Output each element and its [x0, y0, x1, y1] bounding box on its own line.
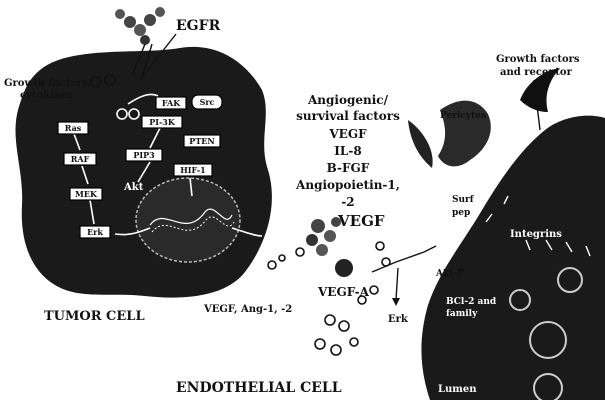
erk-label: Erk — [388, 314, 409, 325]
growth-factors-receptor-label-2: and receptor — [500, 67, 573, 78]
growth-factors-cytokines-label-1: Growth factors/ — [4, 78, 92, 89]
box-pten-label: PTEN — [189, 136, 214, 146]
angiogenic-factor-2: VEGF — [328, 127, 367, 141]
box-pip3: PIP3 — [126, 149, 162, 161]
integrins-label: Integrins — [510, 229, 562, 240]
erk-arrow — [396, 268, 398, 300]
bcl2-label-2: family — [446, 309, 478, 319]
tumor-nucleus — [136, 178, 240, 262]
box-erk: Erk — [80, 226, 110, 238]
vegf-a-label: VEGF-A — [317, 285, 370, 299]
box-pi3k-label: PI-3K — [149, 117, 176, 127]
akt-p-label: Akt-P — [435, 269, 464, 279]
angiogenic-factor-3: IL-8 — [334, 144, 361, 158]
box-hif1-label: HIF-1 — [180, 165, 206, 175]
angiogenic-factor-0: Angiogenic/ — [307, 93, 389, 107]
box-raf-label: RAF — [71, 154, 90, 164]
box-mek-label: MEK — [75, 189, 98, 199]
pep-label: pep — [452, 208, 470, 218]
box-raf: RAF — [64, 153, 96, 165]
angiogenic-factor-list: Angiogenic/ survival factors VEGF IL-8 B… — [295, 93, 400, 209]
pericytes-label: Pericytes — [440, 111, 486, 121]
box-mek: MEK — [70, 188, 102, 200]
box-pi3k: PI-3K — [142, 116, 182, 128]
angiogenic-factor-4: B-FGF — [327, 161, 370, 175]
erk-arrowhead — [392, 298, 400, 306]
box-src-label: Src — [200, 97, 215, 107]
angiogenic-factor-1: survival factors — [296, 109, 400, 123]
box-pten: PTEN — [184, 135, 220, 147]
box-ras: Ras — [58, 122, 88, 134]
box-ras-label: Ras — [65, 123, 82, 133]
endothelial-cell-label: ENDOTHELIAL CELL — [176, 380, 342, 396]
akt-label: Akt — [123, 182, 144, 193]
bcl2-label-1: BCl-2 and — [446, 297, 497, 307]
growth-factors-receptor-label-1: Growth factors — [496, 54, 580, 65]
cell-spike-left — [408, 120, 433, 168]
lumen-label: Lumen — [438, 384, 477, 395]
box-erk-label: Erk — [87, 227, 103, 237]
box-pip3-label: PIP3 — [133, 150, 155, 160]
box-fak-label: FAK — [162, 98, 181, 108]
surf-label: Surf — [452, 195, 475, 205]
growth-factors-cytokines-label-2: cytokines — [20, 90, 74, 101]
vegf-ang-label: VEGF, Ang-1, -2 — [203, 304, 292, 315]
angiogenic-factor-5: Angiopoietin-1, — [295, 178, 400, 192]
tumor-cell-label: TUMOR CELL — [44, 309, 145, 324]
vegf-label: VEGF — [337, 212, 385, 230]
box-hif1: HIF-1 — [174, 164, 212, 176]
box-fak: FAK — [156, 97, 186, 109]
angiogenic-factor-6: -2 — [341, 195, 354, 209]
egfr-label: EGFR — [176, 18, 221, 34]
box-src: Src — [192, 95, 222, 109]
